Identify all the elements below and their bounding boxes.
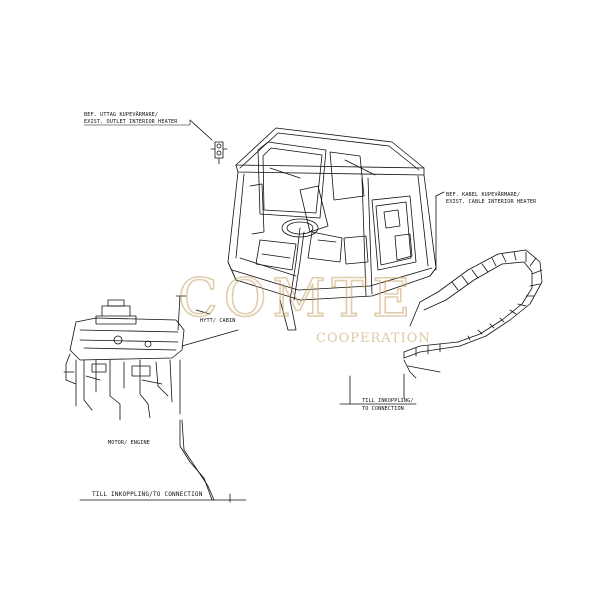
label-engine: MOTOR/ ENGINE	[108, 440, 150, 446]
label-connection-bottom: TILL INKOPPLING/TO CONNECTION	[92, 491, 203, 498]
heater-outlet-drawing	[189, 119, 228, 165]
cabin-drawing	[227, 127, 437, 331]
label-connection-right-line1: TILL INKOPPLING/	[362, 398, 414, 404]
watermark-sub-text: COOPERATION	[316, 331, 431, 346]
annotation-labels: BEF. UTTAG KUPEVÄRMARE/ EXIST. OUTLET IN…	[84, 111, 537, 498]
watermark-logo: COMTE COOPERATION	[177, 268, 431, 346]
label-cabin: HYTT/ CABIN	[200, 318, 235, 324]
label-outlet-heater-line1: BEF. UTTAG KUPEVÄRMARE/	[84, 111, 158, 118]
label-outlet-heater-line2: EXIST. OUTLET INTERIOR HEATER	[84, 119, 178, 125]
watermark-main-text: COMTE	[178, 269, 416, 329]
label-connection-right-line2: TO CONNECTION	[362, 406, 404, 412]
engine-drawing	[63, 295, 187, 421]
label-cable-heater-line2: EXIST. CABLE INTERIOR HEATER	[446, 199, 537, 205]
label-cable-heater-line1: BEF. KABEL KUPEVÄRMARE/	[446, 191, 520, 198]
connection-cables	[79, 309, 417, 503]
cable-carrier-drawing	[403, 191, 543, 379]
